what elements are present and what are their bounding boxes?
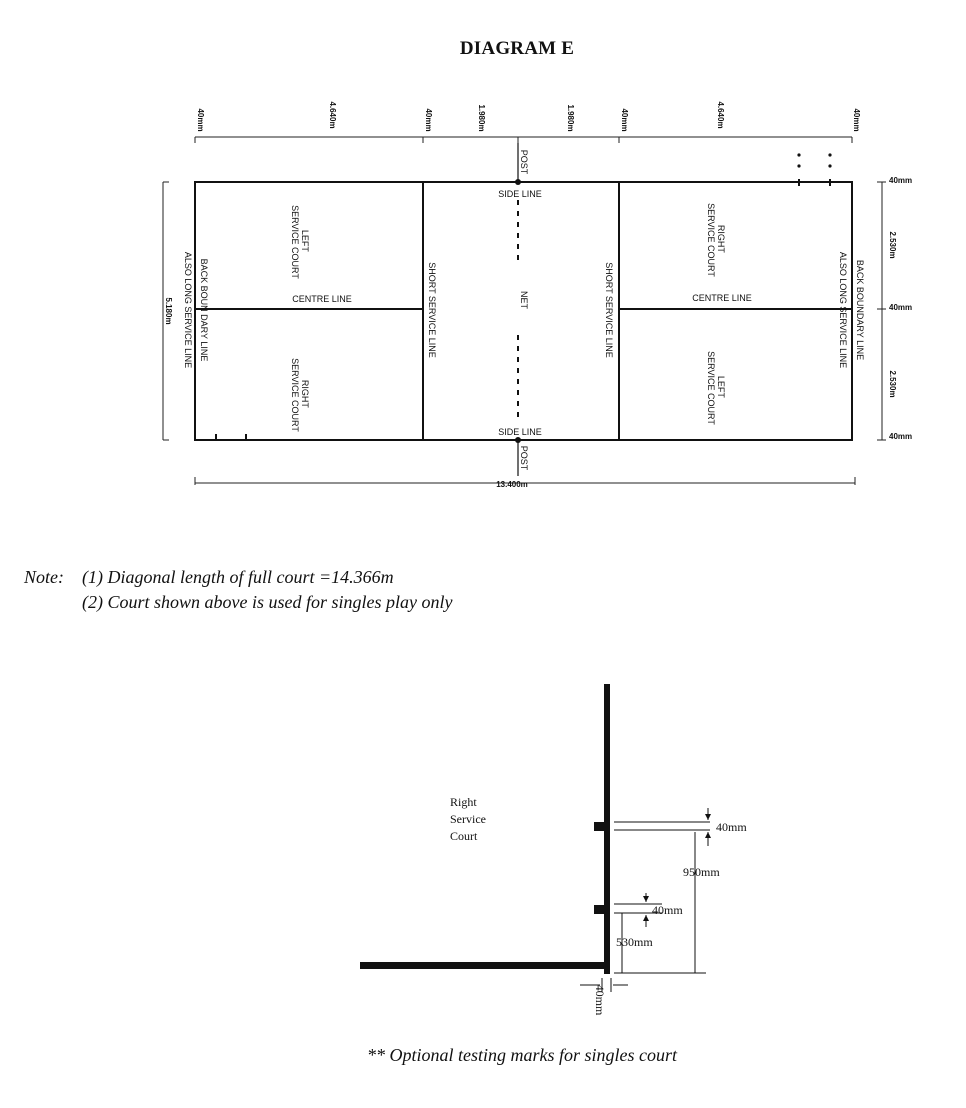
back-line-left-1: BACK BOUN DARY LINE — [199, 259, 209, 362]
post-bottom-label: POST — [519, 446, 529, 471]
detail-court-label-line2: Service — [450, 812, 486, 826]
width-dim-label: 5.180m — [164, 297, 173, 324]
right-service-court-left-label: RIGHT SERVICE COURT — [290, 358, 310, 432]
testing-marks — [215, 153, 832, 440]
detail-drawing: Right Service Court 40mm 950mm 40mm 530m… — [360, 684, 747, 1016]
dim-top-3: 40mm — [424, 108, 433, 131]
diagram-title: DIAGRAM E — [459, 38, 575, 59]
centre-line-left-label: CENTRE LINE — [292, 294, 352, 304]
post-top-dot — [515, 179, 521, 185]
side-line-bottom-label: SIDE LINE — [498, 427, 542, 437]
left-service-court-top-line2: SERVICE COURT — [290, 205, 300, 279]
left-service-court-right-line1: LEFT — [716, 376, 726, 399]
detail-side-line — [604, 684, 610, 974]
dim-top-6: 40mm — [620, 108, 629, 131]
dim-top-5: 1.980m — [566, 104, 575, 131]
right-dim-5: 40mm — [889, 432, 912, 441]
detail-dim-mid: 40mm — [652, 903, 683, 917]
post-bottom-dot — [515, 437, 521, 443]
left-service-court-right-label: LEFT SERVICE COURT — [706, 351, 726, 425]
note-1: (1) Diagonal length of full court =14.36… — [82, 567, 394, 587]
right-service-court-left-line1: RIGHT — [300, 380, 310, 409]
detail-court-label-line3: Court — [450, 829, 478, 843]
back-line-right-2: ALSO LONG SERVICE LINE — [838, 252, 848, 368]
right-service-court-top-label: RIGHT SERVICE COURT — [706, 203, 726, 277]
detail-dim-950: 950mm — [683, 865, 720, 879]
detail-mark-upper — [594, 822, 604, 831]
left-service-court-top-label: LEFT SERVICE COURT — [290, 205, 310, 279]
right-service-court-left-line2: SERVICE COURT — [290, 358, 300, 432]
right-dim-3: 40mm — [889, 303, 912, 312]
right-dim-2: 2.530m — [888, 231, 897, 258]
note-2: (2) Court shown above is used for single… — [82, 592, 453, 612]
detail-court-label-line1: Right — [450, 795, 477, 809]
detail-back-line — [360, 962, 610, 969]
dim-top-7: 4.640m — [716, 101, 725, 128]
left-service-court-top-line1: LEFT — [300, 230, 310, 253]
centre-line-right-label: CENTRE LINE — [692, 293, 752, 303]
length-dim-label: 13.400m — [496, 480, 528, 489]
side-line-top-label: SIDE LINE — [498, 189, 542, 199]
right-service-court-top-line2: SERVICE COURT — [706, 203, 716, 277]
note-prefix: Note: — [24, 567, 64, 587]
net-label: NET — [519, 291, 529, 310]
dim-top-8: 40mm — [852, 108, 861, 131]
back-line-right-1: BACK BOUNDARY LINE — [855, 260, 865, 360]
short-service-line-right-label: SHORT SERVICE LINE — [604, 262, 614, 358]
detail-caption: ** Optional testing marks for singles co… — [367, 1045, 677, 1065]
post-top-label: POST — [519, 150, 529, 175]
detail-court-label: Right Service Court — [450, 795, 489, 843]
right-service-court-top-line1: RIGHT — [716, 225, 726, 254]
detail-dim-530: 530mm — [616, 935, 653, 949]
dim-top-1: 40mm — [196, 108, 205, 131]
detail-dim-bottom: 40mm — [593, 985, 607, 1016]
detail-mark-lower — [594, 905, 604, 914]
dim-top-2: 4.640m — [328, 101, 337, 128]
detail-dim-top: 40mm — [716, 820, 747, 834]
court-boundary — [194, 181, 853, 441]
dim-top-4: 1.980m — [477, 104, 486, 131]
short-service-line-left-label: SHORT SERVICE LINE — [427, 262, 437, 358]
right-dim-4: 2.530m — [888, 370, 897, 397]
back-line-left-2: ALSO LONG SERVICE LINE — [183, 252, 193, 368]
right-dim-1: 40mm — [889, 176, 912, 185]
left-service-court-right-line2: SERVICE COURT — [706, 351, 716, 425]
